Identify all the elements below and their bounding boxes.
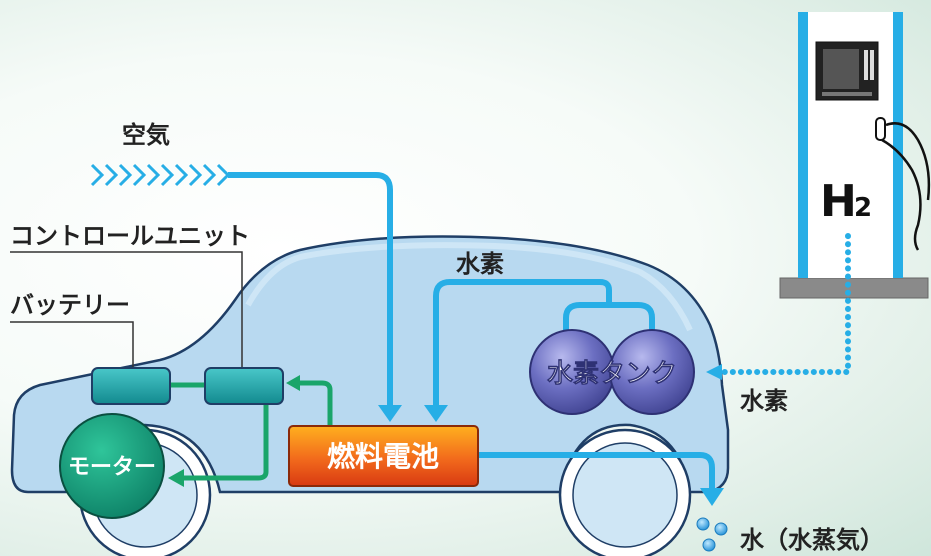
air-label: 空気 xyxy=(122,121,170,149)
fc-to-unit-arrowhead xyxy=(286,375,300,391)
hydrogen-top-label: 水素 xyxy=(456,250,504,278)
hose-icon xyxy=(881,122,931,251)
fuel-cell-label: 燃料電池 xyxy=(327,440,439,473)
hydrogen-supply-arrowhead xyxy=(706,364,722,380)
hydrogen-station xyxy=(779,12,931,299)
hydrogen-feed-line xyxy=(433,279,655,408)
station-h-label: H xyxy=(820,176,857,227)
air-arrowhead xyxy=(378,405,402,422)
car-body xyxy=(10,235,730,494)
control-unit-box xyxy=(204,367,284,405)
water-droplets-icon xyxy=(696,517,728,552)
battery-label: バッテリー xyxy=(10,291,130,319)
nozzle-icon xyxy=(875,117,886,141)
unit-to-motor-arrowhead xyxy=(168,469,184,487)
control-unit-label: コントロールユニット xyxy=(10,222,250,250)
motor-label: モーター xyxy=(68,455,156,480)
hydrogen-arrowhead xyxy=(424,405,448,422)
water-label: 水（水蒸気） xyxy=(740,526,884,554)
air-intake-icon xyxy=(90,163,231,187)
car-window xyxy=(245,242,693,332)
fuel-cell xyxy=(288,425,479,487)
station-h-subscript: 2 xyxy=(854,193,872,223)
battery-box xyxy=(91,367,171,405)
water-arrowhead xyxy=(700,488,724,506)
hydrogen-tank-right xyxy=(609,329,695,415)
unit-to-motor-line xyxy=(182,405,269,481)
motor xyxy=(59,413,165,519)
control-unit-leader xyxy=(10,251,243,372)
air-line xyxy=(228,172,393,408)
battery-leader xyxy=(10,321,134,372)
hydrogen-supply-line xyxy=(719,233,851,375)
water-line xyxy=(478,452,715,492)
fc-to-unit-line xyxy=(298,380,333,425)
hydrogen-right-label: 水素 xyxy=(740,387,788,415)
hydrogen-tank-label: 水素タンク xyxy=(547,359,677,389)
